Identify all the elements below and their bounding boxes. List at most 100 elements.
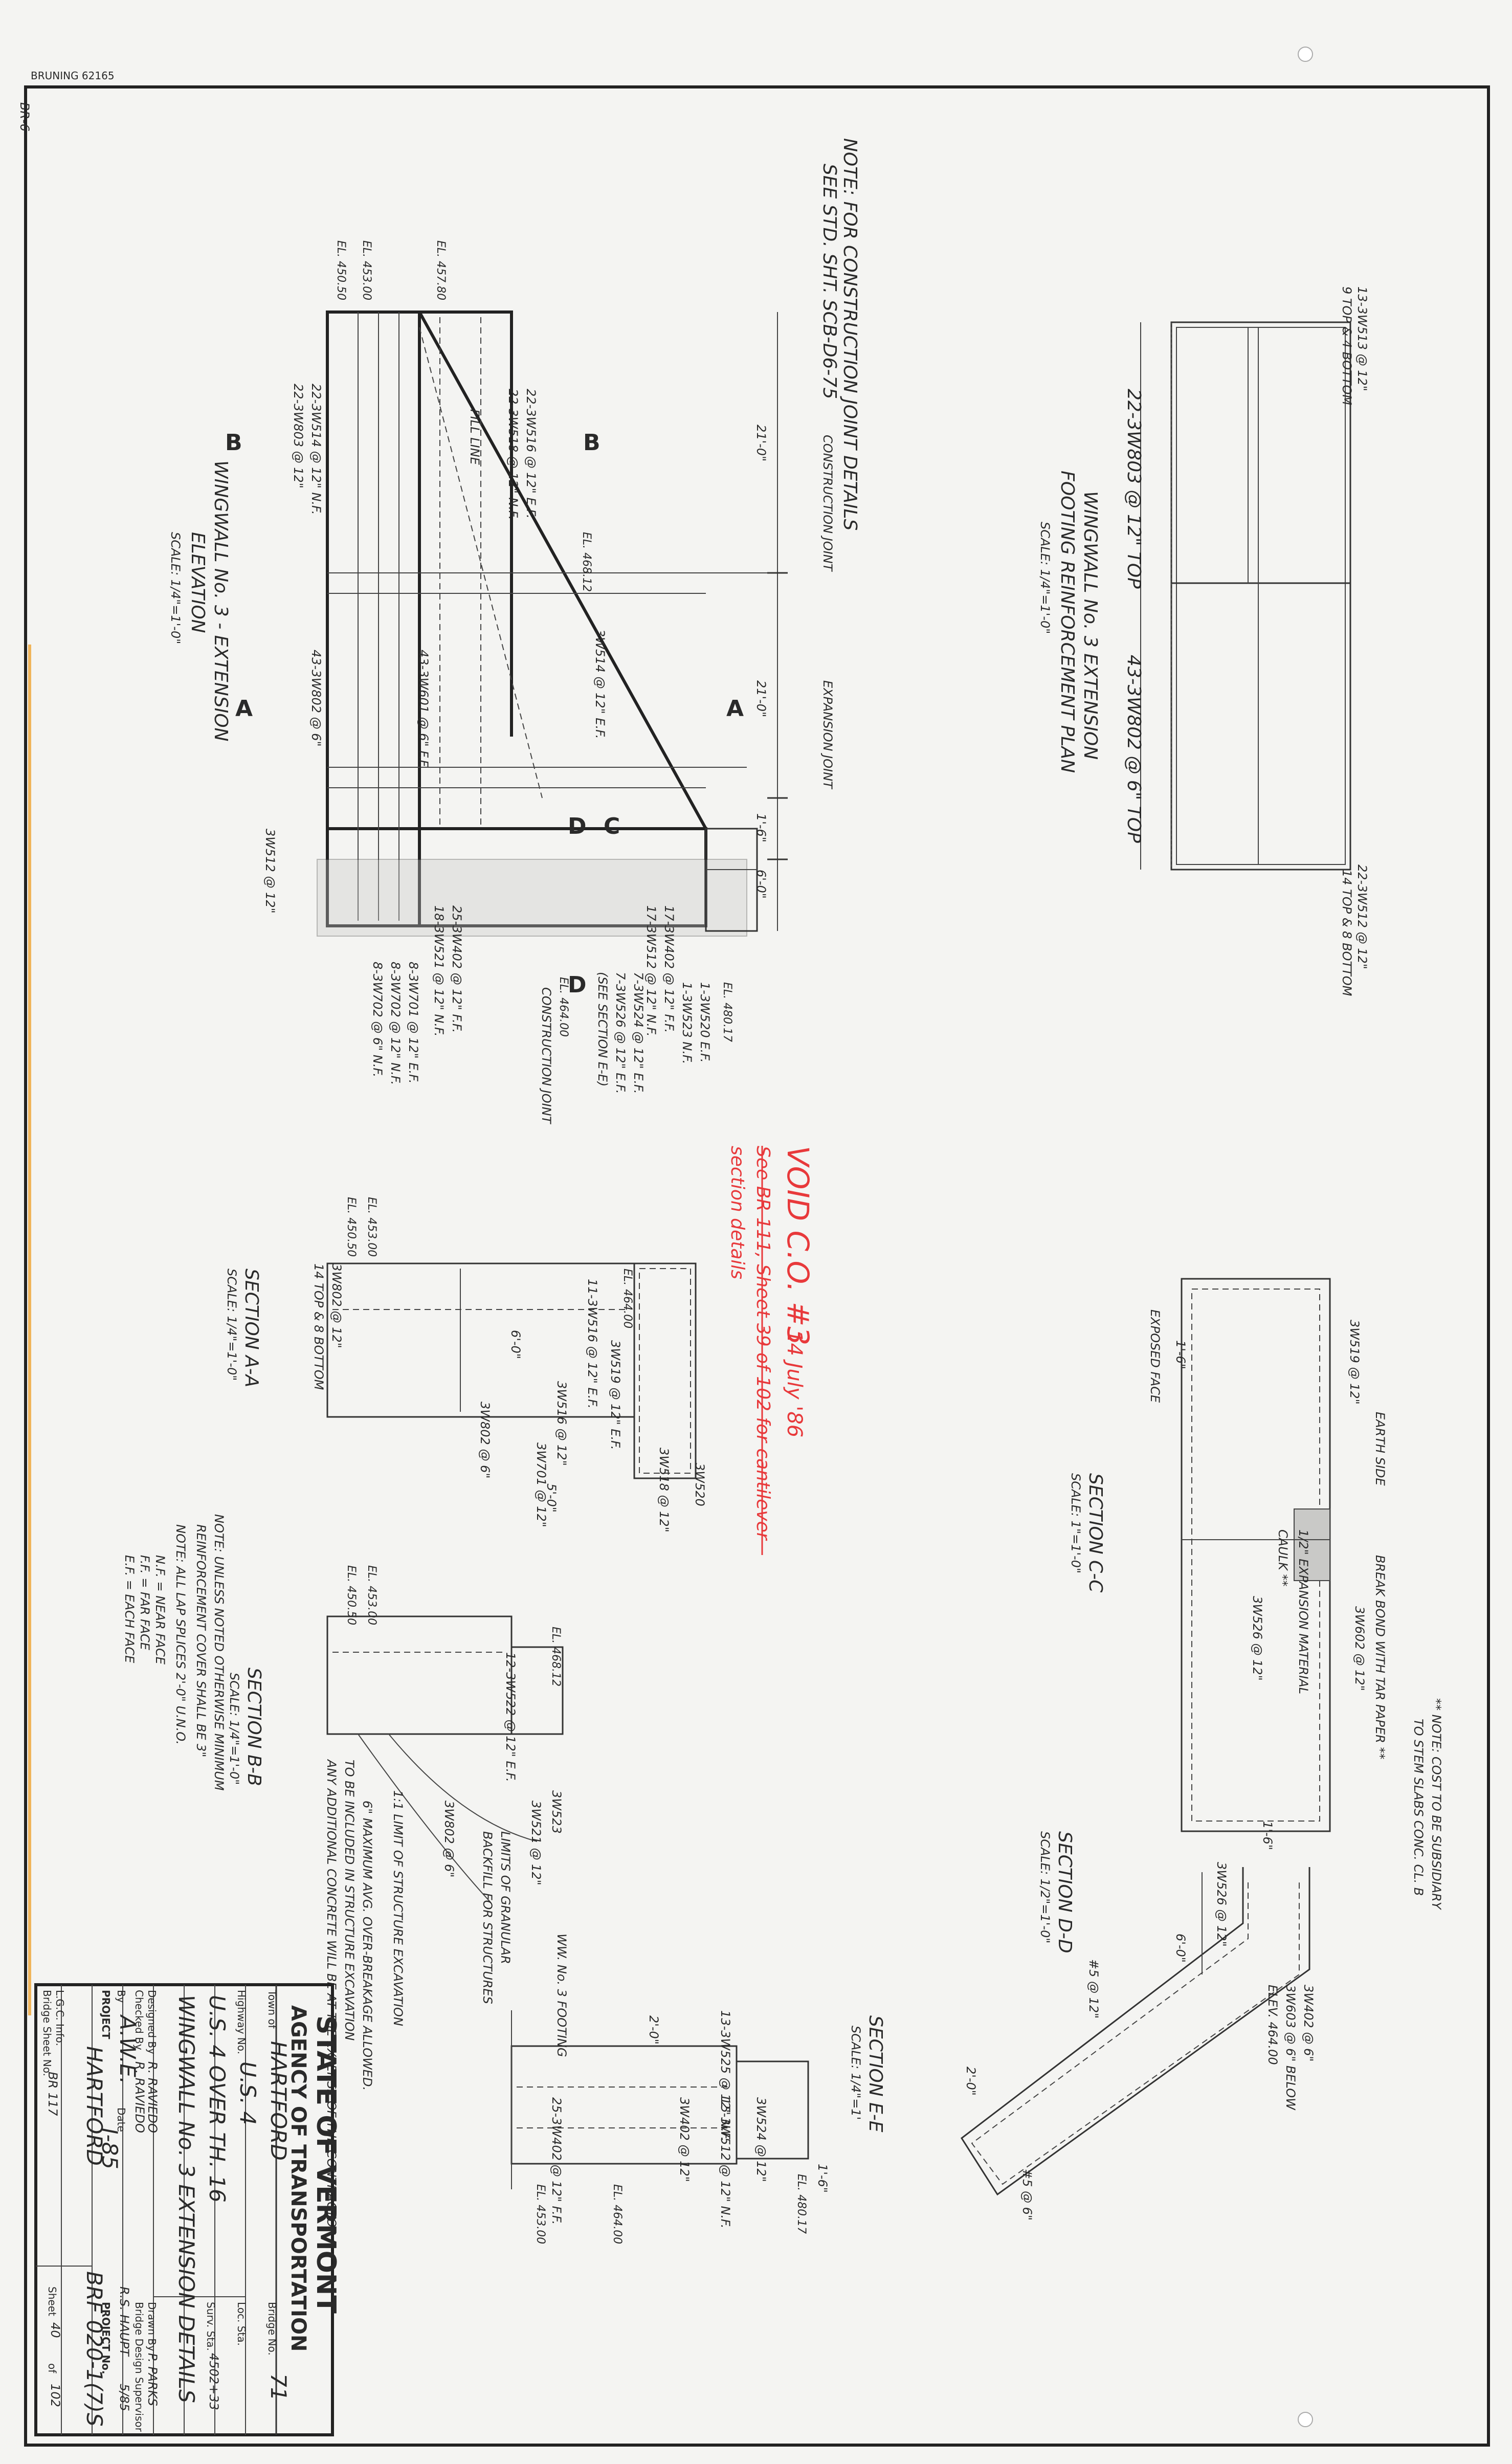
drawing-label: B <box>225 430 242 456</box>
drawing-label: BR 117 <box>46 2072 60 2116</box>
sheet-border <box>24 85 1490 2447</box>
drawing-label: EL. 464.00 <box>621 1269 634 1328</box>
drawing-label: EL. 453.00 <box>360 240 373 300</box>
footing-plan: 13-3W513 @ 12" 9 TOP & 4 BOTTOM 22-3W803… <box>1038 286 1369 996</box>
drawing-label: LIMITS OF GRANULAR <box>498 1831 513 1964</box>
drawing-label: 3W521 @ 12" <box>529 1801 543 1885</box>
footing-outline <box>1170 321 1351 871</box>
drawing-label: Bridge Sheet No. <box>41 1990 53 2076</box>
drawing-label: 13-3W513 @ 12" <box>1355 286 1369 391</box>
drawing-label: P. PARKS <box>145 2353 160 2406</box>
joint-note: NOTE: FOR CONSTRUCTION JOINT DETAILS SEE… <box>819 138 860 530</box>
drawing-label: TO STEM SLABS CONC. CL. B <box>1411 1719 1426 1896</box>
drawing-label: D <box>568 972 587 998</box>
drawing-label: SCALE: 1"=1'-0" <box>1069 1473 1083 1573</box>
drawing-label: 22-3W803 @ 12" <box>291 384 305 489</box>
drawing-label: VOID C.O. #3 <box>781 1146 815 1345</box>
drawing-label: 22-3W518 @ 12" N.F. <box>506 389 520 520</box>
drawing-label: 5'-0" <box>544 1483 559 1513</box>
drawing-label: L.G.C. Info. <box>54 1990 66 2046</box>
drawing-label: EL. 453.00 <box>365 1197 378 1257</box>
drawing-label: 22-3W516 @ 12" E.F. <box>524 389 538 519</box>
drawing-label: SECTION A-A <box>241 1269 262 1387</box>
drawing-linework <box>639 1268 691 1474</box>
void-change-order-note: VOID C.O. #3 14 July '86 See BR 111, She… <box>727 1146 815 1555</box>
drawing-label: WINGWALL No. 3 - EXTENSION <box>210 460 231 741</box>
punch-hole-top <box>1298 47 1313 62</box>
drawing-label: SECTION E-E <box>865 2015 886 2133</box>
drawing-linework <box>510 2045 738 2165</box>
drawing-label: EXPANSION JOINT <box>820 680 835 790</box>
drawing-label: Loc. Sta. <box>235 2302 248 2346</box>
drawing-label: section details <box>727 1146 748 1279</box>
drawing-label: 11-3W516 @ 12" E.F. <box>585 1279 599 1409</box>
drawing-label: REINFORCEMENT COVER SHALL BE 3" <box>194 1524 208 1757</box>
section-bb: EL. 468.12 EL. 453.00 EL. 450.50 12-3W52… <box>227 1565 564 2236</box>
drawing-label: SCALE: 1/2"=1'-0" <box>1038 1831 1052 1943</box>
drawing-label: SECTION C-C <box>1085 1473 1106 1593</box>
drawing-label: Highway No. <box>235 1990 248 2054</box>
drawing-linework <box>358 1734 492 1903</box>
drawing-label: EL. 464.00 <box>611 2184 624 2244</box>
drawing-label: 3W524 @ 12" <box>754 2097 768 2182</box>
drawing-linework <box>419 310 513 737</box>
drawing-label: I-85 <box>97 2128 122 2169</box>
drawing-label: of <box>46 2363 58 2373</box>
drawing-label: 22-3W512 @ 12" <box>1355 864 1369 969</box>
drawing-label: By <box>115 1990 127 2003</box>
drawing-label: EL. 453.00 <box>365 1565 378 1625</box>
drawing-label: 22-3W514 @ 12" N.F. <box>309 384 323 515</box>
drawing-label: NOTE: ALL LAP SPLICES 2'-0" U.N.O. <box>173 1524 188 1745</box>
drawing-label: N.F. = NEAR FACE <box>153 1555 167 1665</box>
drawing-label: 14 TOP & 8 BOTTOM <box>312 1263 326 1390</box>
drawing-label: SECTION D-D <box>1054 1831 1075 1953</box>
drawing-label: BACKFILL FOR STRUCTURES <box>480 1831 495 2004</box>
drawing-label: WINGWALL No. 3 EXTENSION <box>1080 491 1101 760</box>
drawing-label: 14 TOP & 8 BOTTOM <box>1340 870 1354 996</box>
drawing-label: Bridge No. <box>266 2302 278 2356</box>
drawing-label: 3W523 <box>549 1790 564 1834</box>
drawing-label: 3W518 @ 12" <box>657 1448 671 1533</box>
drawing-label: EL. 453.00 <box>534 2184 547 2244</box>
drawing-label: 1-3W523 N.F. <box>680 982 694 1064</box>
drawing-label: 3W516 @ 12" <box>554 1381 569 1466</box>
drawing-label: Sheet <box>46 2287 58 2316</box>
drawing-label: 3W402 @ 6" <box>1301 1985 1316 2061</box>
drawing-label: #5 @ 12" <box>1086 1959 1101 2018</box>
drawing-label: 7-3W524 @ 12" E.F. <box>631 972 646 1094</box>
drawing-label: EL. 480.17 <box>721 982 733 1042</box>
drawing-label: BRF 020-1(7)S <box>82 2271 107 2427</box>
drawing-label: WINGWALL No. 3 EXTENSION DETAILS <box>174 1995 199 2403</box>
agency-line-2: AGENCY OF TRANSPORTATION <box>286 2005 310 2351</box>
drawing-label: SEE STD. SHT. SCB-D6-75 <box>819 164 840 399</box>
drawing-label: HARTFORD <box>82 2046 107 2166</box>
drawing-label: 40 <box>48 2322 62 2338</box>
drawing-label: 1'-6" <box>754 813 768 842</box>
drawing-label: 9 TOP & 4 BOTTOM <box>1340 286 1354 405</box>
drawing-linework <box>326 1615 513 1735</box>
drawing-label: EL. 450.50 <box>345 1565 358 1625</box>
drawing-label: 2'-0" <box>964 2067 978 2096</box>
drawing-label: SCALE: 1/4"=1' <box>849 2026 863 2120</box>
drawing-label: 3W512 @ 12" <box>263 829 277 914</box>
drawing-label: 3W802 @ 12" <box>329 1263 344 1348</box>
drawing-label: PROJECT No. <box>100 2302 112 2374</box>
agency-line-1: STATE OF VERMONT <box>310 2015 341 2314</box>
drawing-label: EL. 450.50 <box>345 1197 358 1257</box>
drawing-label: NOTE: FOR CONSTRUCTION JOINT DETAILS <box>839 138 860 530</box>
drawing-label: 12-3W522 @ 12" E.F. <box>503 1652 518 1782</box>
drawing-label: #5 @ 6" <box>1020 2169 1034 2221</box>
drawing-label: 1'-6" <box>1260 1821 1275 1850</box>
drawing-label: 3W526 @ 12" <box>1250 1596 1264 1681</box>
drawing-linework <box>317 859 747 937</box>
drawing-label: 1'-6" <box>815 2164 830 2193</box>
drawing-linework <box>960 1867 1310 2196</box>
drawing-label: SCALE: 1/4"=1'-0" <box>225 1269 239 1381</box>
drawing-label: 6'-0" <box>1173 1934 1188 1963</box>
drawing-label: Bridge Design Supervisor <box>133 2302 145 2432</box>
section-cc: EARTH SIDE 3W519 @ 12" EXPOSED FACE 1'-6… <box>1069 1278 1387 1832</box>
drawing-label: 18-3W521 @ 12" N.F. <box>432 905 446 1036</box>
drawing-label: 13-3W525 @ 12" N.F. <box>718 2010 732 2141</box>
drawing-label: 6" MAXIMUM AVG. OVER-BREAKAGE ALLOWED. <box>360 1801 374 2091</box>
drawing-label: 21'-0" <box>754 680 768 717</box>
